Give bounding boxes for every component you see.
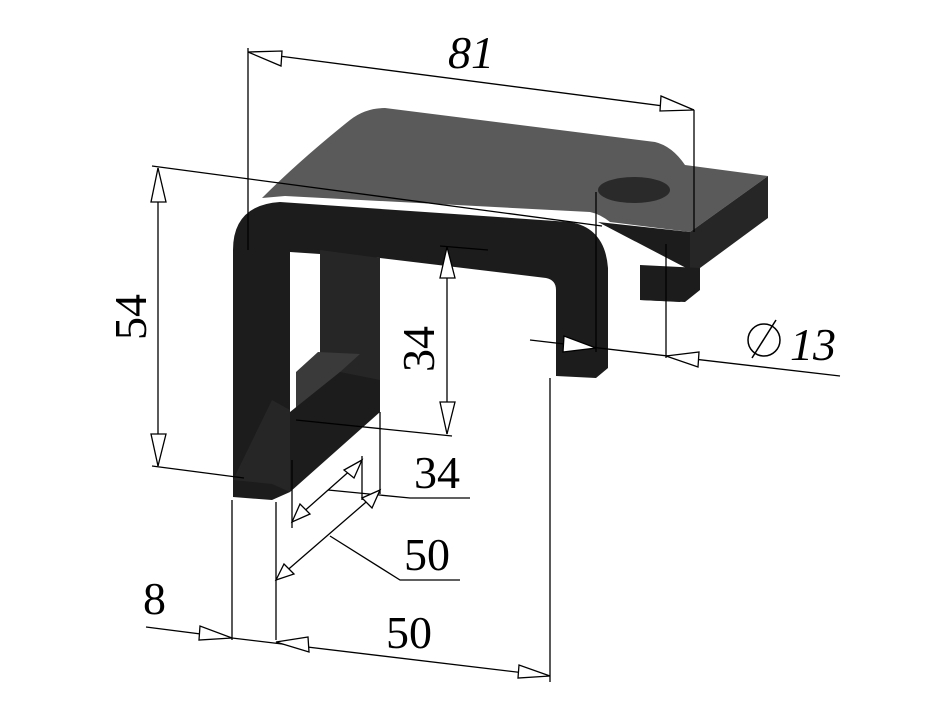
dimension-34-diagonal-label: 34 <box>414 447 460 498</box>
dimension-34-vertical: 34 <box>295 245 489 437</box>
dimension-54-label: 54 <box>105 294 156 340</box>
dimension-50-diagonal: 50 <box>274 412 460 640</box>
tab-side-face <box>690 176 768 268</box>
bracket-lower-foot <box>290 372 380 492</box>
bracket-part <box>233 108 768 500</box>
mounting-hole <box>598 177 670 203</box>
dimension-50-horizontal-label: 50 <box>386 607 432 658</box>
rectangular-cutout <box>296 254 318 372</box>
dimension-50-diagonal-label: 50 <box>404 529 450 580</box>
dimension-hole-diameter-label: 13 <box>790 319 836 370</box>
dimension-81: 81 <box>247 27 695 250</box>
dimension-8-label: 8 <box>143 573 166 624</box>
dimension-8: 8 <box>143 500 233 641</box>
dimension-34-vertical-label: 34 <box>393 326 444 372</box>
dimension-81-label: 81 <box>448 27 494 78</box>
dimension-50-horizontal: 50 <box>231 378 551 682</box>
dimension-34-diagonal: 34 <box>290 447 470 528</box>
diameter-symbol-icon <box>747 319 781 359</box>
dimension-annotations: 81 54 34 34 <box>105 27 841 682</box>
dimension-hole-diameter: 13 <box>529 192 841 377</box>
dimension-54: 54 <box>105 165 603 479</box>
